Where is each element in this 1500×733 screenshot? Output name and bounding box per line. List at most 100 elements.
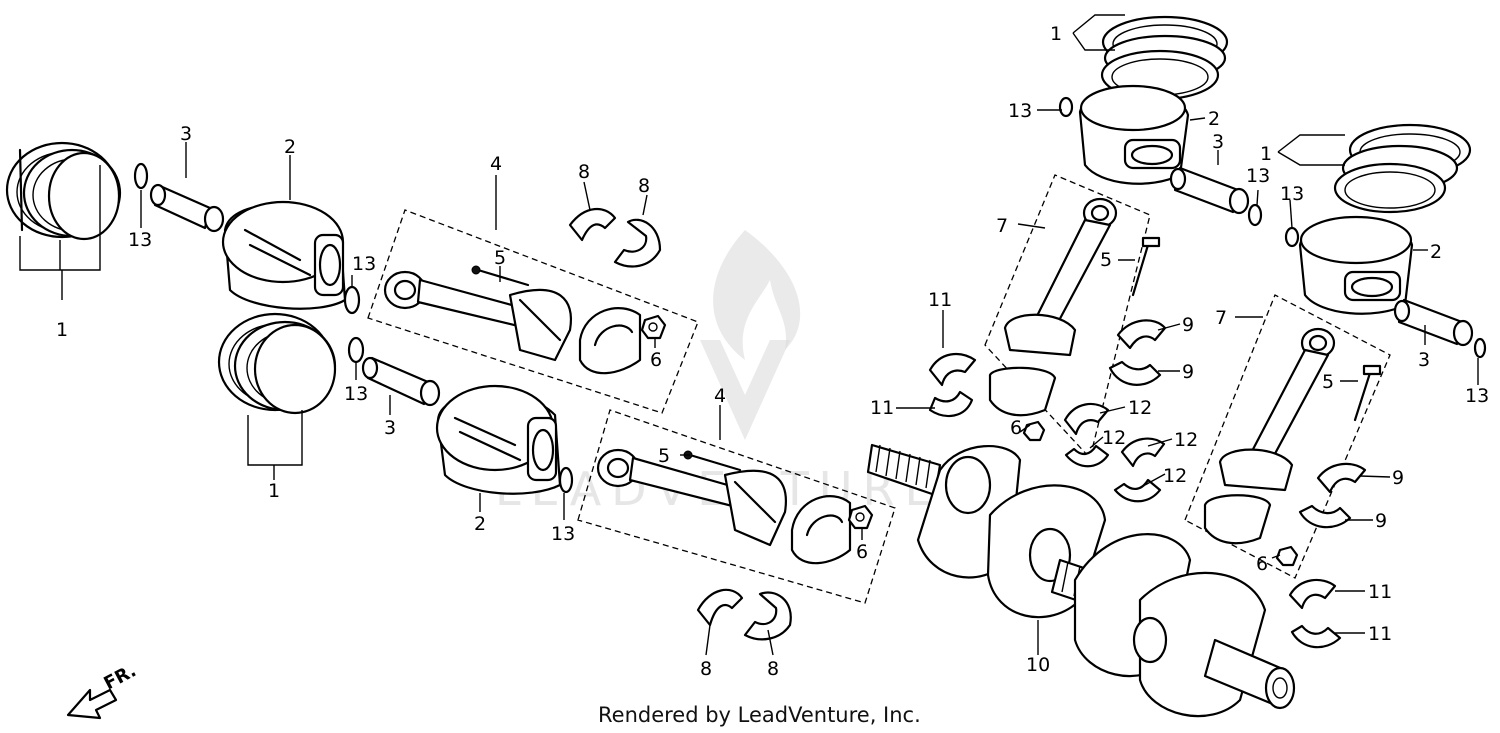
piston-ring-set-right-bottom [1333, 123, 1472, 214]
callout-8-a: 8 [578, 161, 590, 183]
front-direction-arrow: FR. [66, 660, 140, 720]
conrod-nut-b [847, 504, 874, 530]
callout-8-b: 8 [638, 175, 650, 197]
callout-1-d: 1 [1260, 143, 1272, 165]
connecting-rod-a [383, 270, 572, 362]
callout-2-d: 2 [1430, 241, 1442, 263]
callout-1-c: 1 [1050, 23, 1062, 45]
callouts: 1 3 2 13 13 13 3 1 2 13 4 5 6 8 8 4 5 6 … [56, 23, 1489, 680]
callout-4-a: 4 [490, 153, 502, 175]
piston-d [1298, 215, 1414, 315]
callout-3-b: 3 [384, 417, 396, 439]
callout-13-e: 13 [1008, 100, 1032, 122]
bearing-9-b [1108, 360, 1162, 386]
callout-13-c: 13 [344, 383, 368, 405]
callout-2-b: 2 [474, 513, 486, 535]
conrod-box-d [1184, 294, 1391, 579]
callout-9-d: 9 [1375, 510, 1387, 532]
callout-11-c: 11 [1368, 581, 1392, 603]
piston-pin-clip-b [343, 285, 361, 315]
conrod-nut-a [640, 314, 667, 340]
conrod-box-c [984, 174, 1151, 460]
leader-lines [19, 14, 1479, 656]
callout-8-c: 8 [700, 658, 712, 680]
callout-13-g: 13 [1280, 183, 1304, 205]
crankshaft [866, 443, 1296, 718]
callout-2-c: 2 [1208, 108, 1220, 130]
callout-5-a: 5 [494, 247, 506, 269]
conrod-cap-b [790, 495, 852, 565]
piston-pin-clip-h [1473, 337, 1487, 359]
bearing-12-b [1064, 444, 1110, 468]
bearing-11-b [928, 390, 974, 418]
conrod-cap-a [578, 307, 642, 375]
piston-c [1078, 84, 1190, 185]
conrod-bolt-a [471, 265, 530, 287]
callout-10: 10 [1026, 654, 1050, 676]
bearing-12-c [1120, 437, 1166, 468]
callout-7-b: 7 [1215, 307, 1227, 329]
callout-11-b: 11 [870, 397, 894, 419]
callout-12-b: 12 [1102, 427, 1126, 449]
piston-pin-b [361, 356, 441, 407]
callout-5-c: 5 [1100, 249, 1112, 271]
callout-4-b: 4 [714, 385, 726, 407]
bearing-8-c [696, 588, 744, 627]
bearing-9-a [1116, 319, 1167, 350]
connecting-rod-d [1218, 327, 1336, 492]
callout-12-a: 12 [1128, 397, 1152, 419]
callout-13-f: 13 [1246, 165, 1270, 187]
credit-text: Rendered by LeadVenture, Inc. [598, 703, 921, 727]
callout-3-c: 3 [1212, 131, 1224, 153]
callout-2-a: 2 [284, 136, 296, 158]
conrod-box-b [577, 409, 896, 604]
bearing-8-a [568, 208, 617, 242]
bearing-12-d [1113, 478, 1162, 503]
bearing-8-b [613, 218, 662, 268]
callout-6-a: 6 [650, 349, 662, 371]
callout-12-c: 12 [1174, 429, 1198, 451]
callout-13-b: 13 [352, 253, 376, 275]
callout-6-c: 6 [1010, 417, 1022, 439]
piston-pin-clip-c [347, 336, 365, 364]
piston-ring-set-left-top [5, 141, 122, 241]
piston-pin-clip-a [133, 162, 149, 190]
piston-b [435, 384, 562, 495]
piston-pin-c [1169, 166, 1250, 215]
connecting-rod-b [596, 448, 787, 547]
front-direction-label: FR. [100, 660, 139, 694]
bearing-11-a [928, 352, 977, 387]
piston-pin-a [149, 183, 225, 233]
conrod-bolt-c [1131, 236, 1161, 297]
conrod-cap-c [988, 366, 1057, 417]
callout-9-a: 9 [1182, 314, 1194, 336]
connecting-rod-c [1003, 197, 1118, 357]
callout-13-a: 13 [128, 229, 152, 251]
piston-pin-clip-e [1058, 96, 1074, 118]
bearing-11-d [1290, 624, 1342, 649]
callout-8-d: 8 [767, 658, 779, 680]
bearing-8-d [743, 591, 792, 641]
piston-pin-d [1393, 298, 1474, 347]
conrod-nut-c [1022, 420, 1046, 442]
piston-pin-clip-f [1247, 203, 1263, 227]
piston-pin-clip-g [1284, 226, 1300, 248]
conrod-cap-d [1203, 494, 1272, 545]
callout-5-b: 5 [658, 445, 670, 467]
callout-3-d: 3 [1418, 349, 1430, 371]
bearing-9-d [1298, 504, 1352, 529]
bearing-11-c [1288, 578, 1337, 610]
bearing-12-a [1063, 402, 1110, 436]
callout-11-a: 11 [928, 289, 952, 311]
callout-6-d: 6 [1256, 553, 1268, 575]
callout-12-d: 12 [1163, 465, 1187, 487]
callout-3-a: 3 [180, 123, 192, 145]
callout-9-c: 9 [1392, 467, 1404, 489]
callout-1-a: 1 [56, 319, 68, 341]
callout-13-h: 13 [1465, 385, 1489, 407]
piston-pin-clip-d [558, 466, 574, 494]
callout-1-b: 1 [268, 480, 280, 502]
piston-a [221, 200, 347, 310]
callout-6-b: 6 [856, 541, 868, 563]
